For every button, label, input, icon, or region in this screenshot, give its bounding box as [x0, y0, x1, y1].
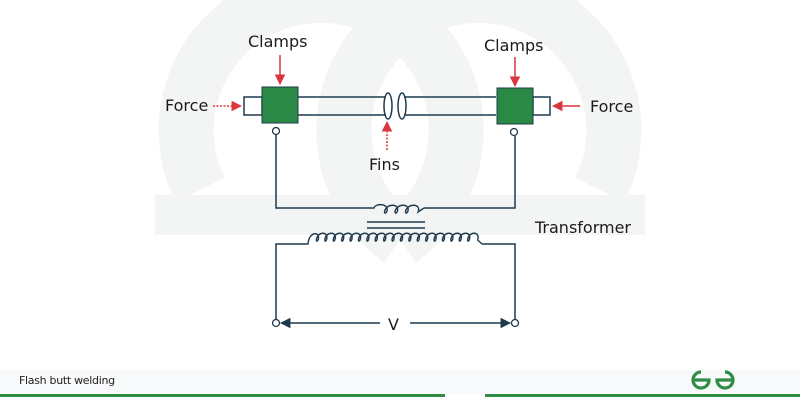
- transformer-primary-coil: [306, 232, 483, 245]
- force-right-label: Force: [590, 97, 633, 116]
- caption-underline-left: [0, 394, 445, 397]
- secondary-wire: [275, 135, 516, 209]
- gfg-logo-icon: [691, 370, 735, 390]
- transformer-label: Transformer: [534, 218, 631, 237]
- clamps-left-label: Clamps: [248, 32, 308, 51]
- figure-caption: Flash butt welding: [19, 374, 115, 387]
- fins: [383, 92, 407, 120]
- force-left-label: Force: [165, 96, 208, 115]
- voltage-terminal-left: [271, 318, 281, 328]
- left-workpiece: [243, 96, 386, 116]
- left-clamp: [261, 86, 299, 124]
- clamps-right-label: Clamps: [484, 36, 544, 55]
- caption-background: [0, 370, 800, 394]
- right-clamp-terminal: [509, 127, 519, 137]
- primary-wire: [275, 243, 516, 320]
- caption-underline-right: [485, 394, 800, 397]
- left-clamp-terminal: [271, 126, 281, 136]
- right-clamp: [496, 87, 534, 125]
- caption-bar: Flash butt welding: [0, 370, 800, 397]
- voltage-label: V: [388, 315, 399, 334]
- transformer-core: [367, 221, 425, 229]
- right-workpiece: [404, 96, 551, 116]
- watermark-logo: [158, 0, 642, 263]
- voltage-terminal-right: [510, 318, 520, 328]
- transformer-secondary-coil: [371, 203, 425, 214]
- fins-label: Fins: [369, 155, 400, 174]
